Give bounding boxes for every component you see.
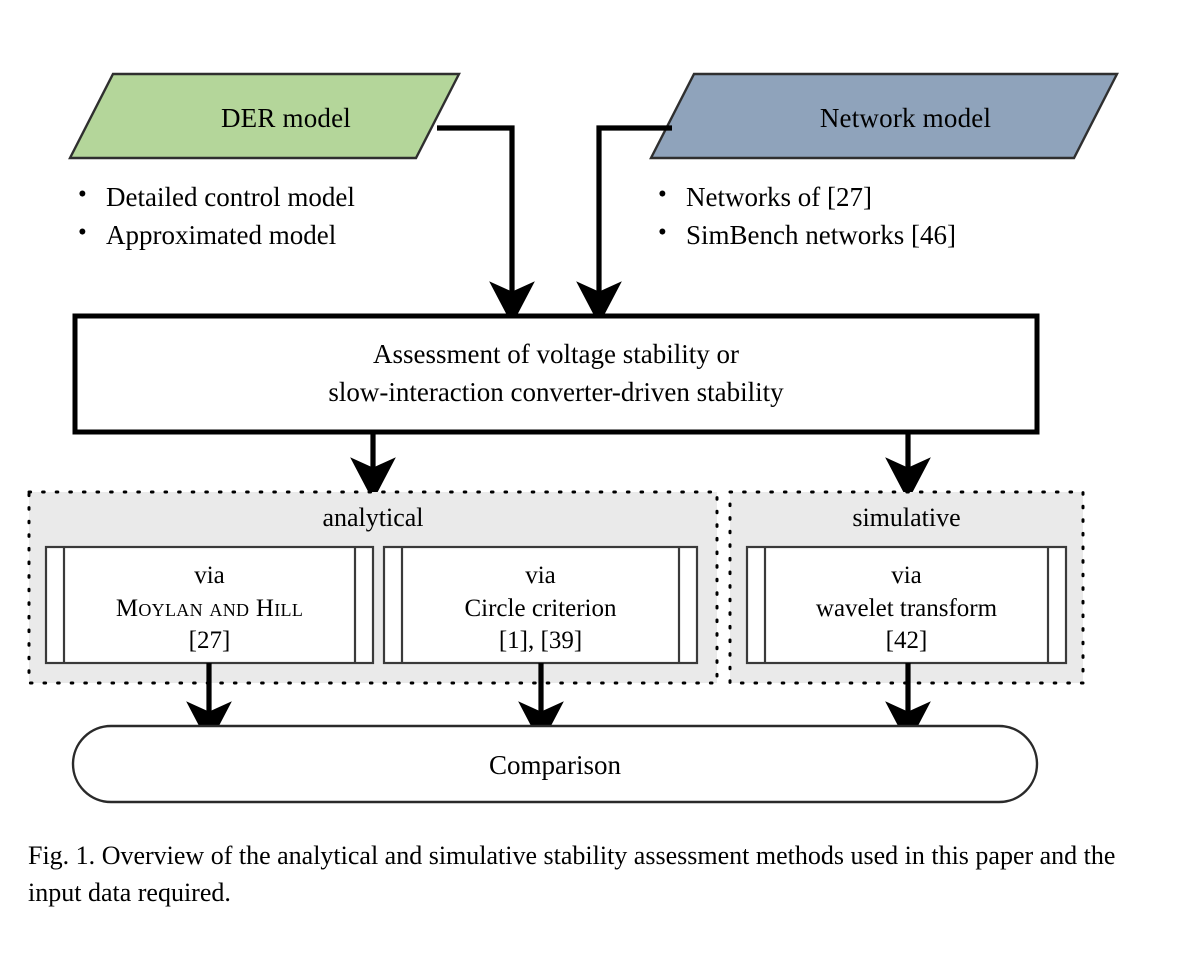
- list-item: SimBench networks [46]: [652, 215, 956, 254]
- method-line-via: via: [891, 562, 922, 589]
- method-line-name: Circle criterion: [464, 594, 617, 622]
- network-model-bullets: Networks of [27] SimBench networks [46]: [652, 177, 956, 255]
- method-line-name: Moylan and Hill: [115, 594, 304, 622]
- figure-caption-text: Overview of the analytical and simulativ…: [28, 841, 1116, 907]
- figure-caption: Fig. 1. Overview of the analytical and s…: [28, 838, 1153, 912]
- method-line-via: via: [525, 562, 556, 589]
- method-line-ref: [1], [39]: [498, 627, 583, 654]
- method-line-name: wavelet transform: [815, 594, 998, 622]
- method-moylan-hill: via Moylan and Hill [27]: [64, 560, 355, 658]
- method-line-ref: [42]: [885, 627, 928, 654]
- figure-number: Fig. 1.: [28, 841, 96, 870]
- network-model-title: Network model: [819, 103, 992, 133]
- comparison-label: Comparison: [489, 750, 621, 780]
- group-title-simulative: simulative: [852, 503, 961, 532]
- list-item: Detailed control model: [72, 177, 355, 216]
- method-line-via: via: [194, 562, 225, 589]
- assessment-box: Assessment of voltage stability or slow-…: [75, 335, 1037, 412]
- comparison-box: Comparison: [73, 750, 1037, 781]
- method-line-ref: [27]: [188, 627, 231, 654]
- der-model-bullets: Detailed control model Approximated mode…: [72, 177, 355, 255]
- assessment-line-1: Assessment of voltage stability or: [373, 339, 739, 369]
- method-circle-criterion: via Circle criterion [1], [39]: [402, 560, 679, 658]
- list-item: Approximated model: [72, 215, 355, 254]
- connector-der-to-assessment: [437, 125, 535, 325]
- method-wavelet-transform: via wavelet transform [42]: [765, 560, 1048, 658]
- assessment-line-2: slow-interaction converter-driven stabil…: [328, 377, 784, 408]
- group-title-analytical: analytical: [322, 503, 424, 532]
- list-item: Networks of [27]: [652, 177, 956, 216]
- der-model-title: DER model: [220, 103, 352, 133]
